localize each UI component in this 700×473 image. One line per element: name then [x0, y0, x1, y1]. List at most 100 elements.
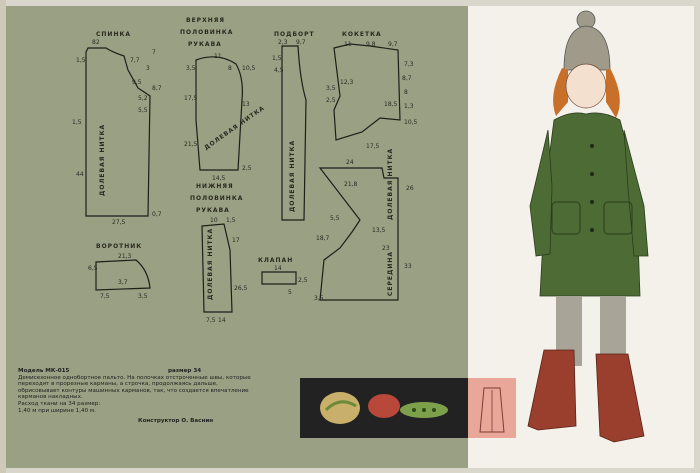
upper-sleeve-label-2: ПОЛОВИНКА	[180, 29, 233, 36]
fruit-illustration	[320, 392, 448, 424]
front-piece-outline	[318, 167, 399, 301]
front-center-label: СЕРЕДИНА	[387, 251, 394, 296]
dim: 2,3	[278, 39, 288, 46]
dim: 18,5	[384, 101, 398, 108]
yoke-outline	[333, 43, 401, 141]
collar-label: ВОРОТНИК	[96, 243, 142, 250]
dim: 17,5	[184, 95, 198, 102]
facing-outline	[281, 45, 307, 221]
dim: 1,3	[404, 103, 414, 110]
lower-sleeve-label-1: НИЖНЯЯ	[196, 183, 234, 190]
dim: 3,5	[326, 85, 336, 92]
girl-in-coat-illustration	[527, 10, 649, 443]
flap-label: КЛАПАН	[258, 257, 293, 264]
facing-grain-label: ДОЛЕВАЯ НИТКА	[289, 140, 296, 212]
dim: 82	[92, 39, 100, 46]
yoke-label: КОКЕТКА	[342, 31, 382, 38]
dim: 1,5	[72, 119, 82, 126]
lower-sleeve-grain-label: ДОЛЕВАЯ НИТКА	[207, 228, 214, 300]
dim: 4,5	[274, 67, 284, 74]
dim: 7,5	[100, 293, 110, 300]
dim: 8,7	[402, 75, 412, 82]
facing-label: ПОДБОРТ	[274, 31, 315, 38]
dim: 1,5	[76, 57, 86, 64]
dim: 7	[152, 49, 156, 56]
front-grain-label: ДОЛЕВАЯ НИТКА	[387, 148, 394, 220]
dim: 9,8	[366, 41, 376, 48]
dim: 11	[344, 41, 352, 48]
dim: 14	[274, 265, 282, 272]
decorative-strip	[300, 378, 468, 438]
upper-sleeve-label-1: ВЕРХНЯЯ	[186, 17, 225, 24]
upper-sleeve-label-3: РУКАВА	[188, 41, 222, 48]
coat-thumbnail-box	[468, 378, 516, 438]
lower-sleeve-label-3: РУКАВА	[196, 207, 230, 214]
dim: 3,5	[138, 293, 148, 300]
dim: 33	[404, 263, 412, 270]
dim: 14	[218, 317, 226, 324]
dim: 12,3	[340, 79, 354, 86]
dim: 8,7	[152, 85, 162, 92]
dim: 5,2	[138, 95, 148, 102]
dim: 24	[346, 159, 354, 166]
dim: 2,5	[326, 97, 336, 104]
back-label: СПИНКА	[96, 31, 131, 38]
back-piece-outline	[85, 47, 151, 217]
fabric-amount: 1,40 м при ширине 1,40 м.	[18, 407, 96, 414]
dim: 3,5	[186, 65, 196, 72]
dim: 8	[228, 65, 232, 72]
dim: 1,5	[272, 55, 282, 62]
dim: 3	[146, 65, 150, 72]
dim: 17,5	[366, 143, 380, 150]
dim: 5,5	[330, 215, 340, 222]
model-code: Модель МК-015	[18, 368, 70, 374]
model-caption: Модель МК-015 размер 34 Демисезонное одн…	[18, 368, 258, 425]
dim: 9,7	[296, 39, 306, 46]
dim: 6,5	[88, 265, 98, 272]
dim: 0,7	[152, 211, 162, 218]
pocket-flap-outline	[261, 271, 297, 285]
dim: 13	[242, 101, 250, 108]
dim: 21,3	[118, 253, 132, 260]
dim: 10	[210, 217, 218, 224]
dim: 27,5	[112, 219, 126, 226]
upper-sleeve-outline	[195, 56, 243, 171]
back-grain-label: ДОЛЕВАЯ НИТКА	[99, 124, 106, 196]
dim: 9,7	[388, 41, 398, 48]
dim: 26	[406, 185, 414, 192]
dim: 7,5	[206, 317, 216, 324]
dim: 21,8	[344, 181, 358, 188]
dim: 3,5	[314, 295, 324, 302]
dim: 7,3	[404, 61, 414, 68]
coat-thumbnail	[479, 387, 505, 433]
dim: 1,5	[226, 217, 236, 224]
collar-outline	[95, 259, 151, 291]
dim: 26,5	[234, 285, 248, 292]
dim: 2,5	[298, 277, 308, 284]
dim: 9,5	[132, 79, 142, 86]
dim: 11	[214, 53, 222, 60]
dim: 18,7	[316, 235, 330, 242]
dim: 8	[404, 89, 408, 96]
dim: 17	[232, 237, 240, 244]
dim: 5	[288, 289, 292, 296]
dim: 14,5	[212, 175, 226, 182]
page-edge	[0, 0, 6, 473]
fabric-usage: Расход ткани на 34 размер:	[18, 400, 101, 407]
upper-sleeve-grain-label: ДОЛЕВАЯ НИТКА	[203, 105, 266, 152]
dim: 2,5	[242, 165, 252, 172]
designer-credit: Конструктор О. Васнин	[138, 418, 214, 425]
dim: 21,5	[184, 141, 198, 148]
dim: 13,5	[372, 227, 386, 234]
lower-sleeve-outline	[201, 223, 233, 313]
dim: 44	[76, 171, 84, 178]
dim: 5,5	[138, 107, 148, 114]
dim: 7,7	[130, 57, 140, 64]
dim: 23	[382, 245, 390, 252]
dim: 10,5	[404, 119, 418, 126]
model-description: Демисезонное однобортное пальто. На поло…	[18, 374, 251, 401]
lower-sleeve-label-2: ПОЛОВИНКА	[190, 195, 243, 202]
dim: 10,5	[242, 65, 256, 72]
